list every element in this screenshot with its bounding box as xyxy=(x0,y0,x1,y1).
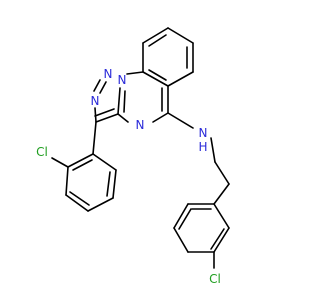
bond xyxy=(67,153,94,168)
bond xyxy=(213,227,230,253)
bond xyxy=(214,161,230,185)
chlorine-label: Cl xyxy=(36,145,48,159)
bond xyxy=(112,169,117,199)
bond xyxy=(106,171,111,197)
chlorine-label: Cl xyxy=(209,272,221,286)
bond xyxy=(92,153,117,171)
bond xyxy=(87,197,114,212)
bond xyxy=(92,121,97,155)
structure-diagram: N N N N N H Cl Cl xyxy=(36,27,230,286)
bond xyxy=(69,191,90,206)
bond xyxy=(142,27,169,44)
bond xyxy=(178,208,192,230)
pyrimidine-nitrogen-label: N xyxy=(136,118,145,132)
bond xyxy=(173,203,189,229)
bond xyxy=(126,71,144,75)
bond xyxy=(123,90,126,113)
bond xyxy=(148,34,167,47)
chlorophenyl-ring-bottom xyxy=(173,203,230,269)
bond xyxy=(94,108,115,117)
amine-nitrogen-label: N xyxy=(199,126,208,140)
bond xyxy=(99,81,107,94)
chlorophenyl-ring-left xyxy=(51,121,117,212)
bond xyxy=(213,183,230,205)
bond xyxy=(72,159,93,171)
benzo-ring xyxy=(142,27,194,87)
bond xyxy=(93,79,101,92)
bond xyxy=(51,157,69,168)
bond xyxy=(210,137,216,163)
bridgehead-nitrogen-label: N xyxy=(118,73,127,87)
bond xyxy=(94,107,97,123)
bond xyxy=(210,228,225,250)
pyrimidine-ring xyxy=(117,71,169,123)
triazole-nitrogen-label: N xyxy=(91,94,100,108)
triazole-ring xyxy=(93,79,119,123)
bond xyxy=(148,69,167,81)
atom-labels: N N N N N H Cl Cl xyxy=(36,67,221,286)
bond xyxy=(65,194,89,212)
bond xyxy=(95,113,119,123)
bond xyxy=(117,87,121,115)
bond xyxy=(65,166,69,196)
bond xyxy=(167,112,194,129)
bond xyxy=(213,203,230,229)
bond xyxy=(173,227,189,253)
bond xyxy=(117,113,129,123)
bond xyxy=(167,71,194,87)
ethylamine-linker xyxy=(167,112,230,205)
bond xyxy=(142,71,169,87)
triazole-nitrogen-label: N xyxy=(104,67,113,81)
bond xyxy=(167,27,194,44)
bond xyxy=(152,112,169,123)
amine-hydrogen-label: H xyxy=(198,140,207,154)
molecule-canvas: N N N N N H Cl Cl xyxy=(36,27,230,286)
